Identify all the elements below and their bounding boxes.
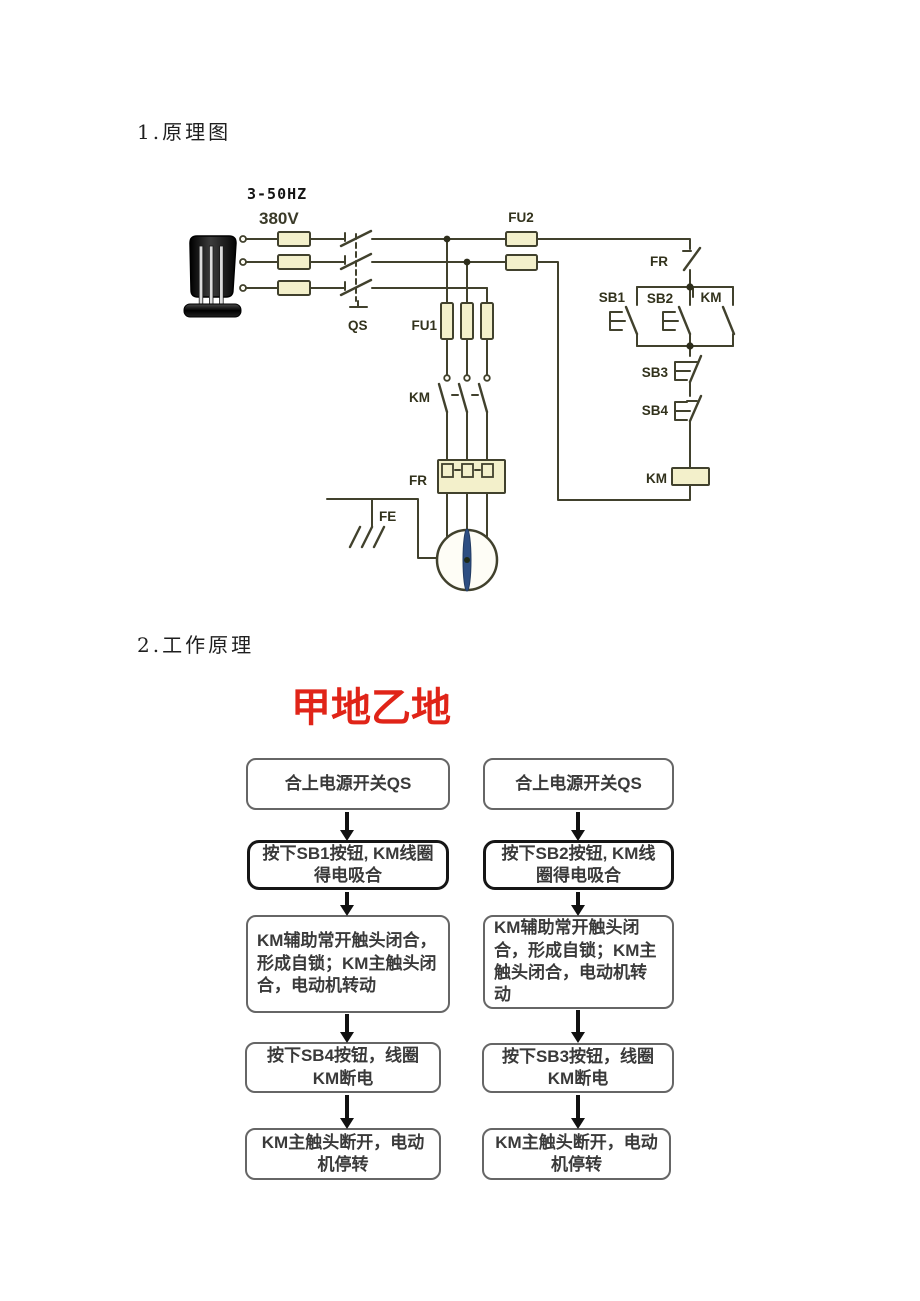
flow-step-a1: 合上电源开关QS: [246, 758, 450, 810]
flow-arrow-down: [571, 892, 585, 916]
junction-dot: [443, 235, 451, 243]
flow-arrow-down: [340, 1095, 354, 1129]
flow-arrow-down: [340, 892, 354, 916]
stop-buttons: [674, 345, 703, 469]
flow-step-a2: 按下SB1按钮, KM线圈得电吸合: [247, 840, 449, 890]
label-fu1: FU1: [411, 318, 437, 333]
contactor-main-contacts: [437, 374, 491, 462]
label-fe: FE: [379, 509, 396, 524]
thermal-relay-contact: [682, 246, 702, 286]
flow-arrow-down: [571, 812, 585, 841]
flow-step-b1: 合上电源开关QS: [483, 758, 674, 810]
label-sb2: SB2: [647, 291, 673, 306]
label-fr-main: FR: [409, 473, 427, 488]
power-source-icon: [183, 235, 242, 318]
flow-step-a5: KM主触头断开，电动机停转: [245, 1128, 441, 1180]
section-1-heading: 1.原理图: [137, 120, 232, 144]
flow-arrow-down: [571, 1010, 585, 1043]
switch-qs: [339, 229, 373, 308]
label-qs: QS: [348, 318, 368, 333]
section-2-heading: 2.工作原理: [137, 633, 255, 657]
flow-step-b4: 按下SB3按钮，线圈KM断电: [482, 1043, 674, 1093]
flow-step-a4: 按下SB4按钮，线圈KM断电: [245, 1042, 441, 1093]
fuse-fu2: [505, 231, 538, 271]
label-sb4: SB4: [642, 403, 669, 418]
junction-dot: [686, 342, 694, 350]
flow-arrow-down: [571, 1095, 585, 1129]
flow-step-b5: KM主触头断开，电动机停转: [482, 1128, 671, 1180]
flow-step-a3: KM辅助常开触头闭合，形成自锁；KM主触头闭合，电动机转动: [246, 915, 450, 1013]
thermal-relay-fr: [437, 459, 506, 539]
label-fr-contact: FR: [650, 254, 668, 269]
label-km-main: KM: [409, 390, 430, 405]
circuit-diagram: 3-50HZ 380V QS FU1 KM FR FE FU2 FR SB1 S…: [183, 185, 736, 592]
junction-dot: [686, 283, 694, 291]
flow-arrow-down: [340, 812, 354, 841]
fuse-fu1: [440, 302, 494, 340]
flow-arrow-down: [340, 1014, 354, 1043]
label-km-coil: KM: [646, 471, 667, 486]
label-fu2: FU2: [508, 210, 534, 225]
flow-step-b3: KM辅助常开触头闭合，形成自锁；KM主触头闭合，电动机转动: [483, 915, 674, 1009]
label-frequency: 3-50HZ: [247, 185, 307, 203]
motor-icon: [435, 528, 499, 592]
label-km-aux: KM: [701, 290, 722, 305]
supply-fuses: [277, 231, 311, 296]
contactor-coil: [671, 467, 710, 486]
ground-icon: [326, 498, 438, 559]
label-sb1: SB1: [599, 290, 626, 305]
junction-dot: [463, 258, 471, 266]
locations-title: 甲地乙地: [291, 686, 451, 730]
flow-step-b2: 按下SB2按钮, KM线圈得电吸合: [483, 840, 674, 890]
label-sb3: SB3: [642, 365, 669, 380]
label-voltage: 380V: [259, 209, 299, 228]
